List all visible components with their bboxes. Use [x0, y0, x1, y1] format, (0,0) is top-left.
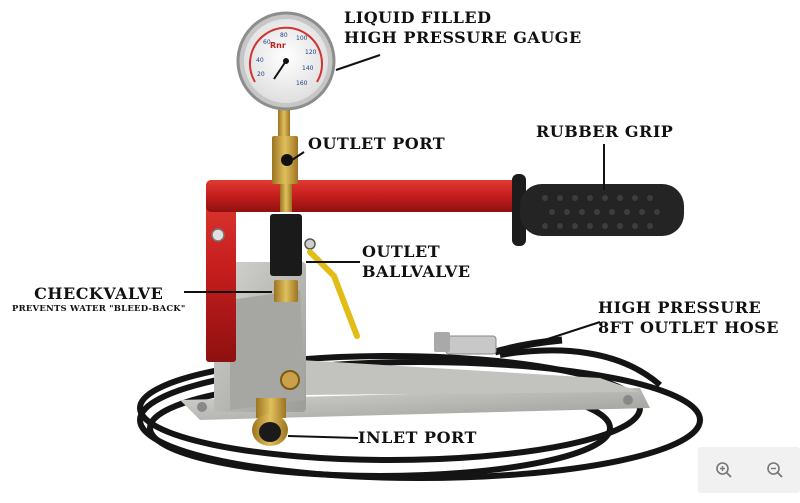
gauge-callout-line2: HIGH PRESSURE GAUGE [344, 28, 582, 47]
zoom-controls [698, 447, 800, 493]
gauge-number: 80 [280, 32, 288, 39]
zoom-out-icon [766, 462, 783, 478]
inlet-fitting [252, 398, 288, 446]
hose-line2: 8FT OUTLET HOSE [598, 318, 779, 337]
inlet-port-label: INLET PORT [358, 428, 477, 447]
zoom-out-button[interactable] [761, 456, 789, 484]
ballvalve-line1: OUTLET [362, 242, 441, 261]
rubber-grip-label: RUBBER GRIP [536, 122, 674, 141]
checkvalve-fitting [274, 280, 298, 302]
gauge-number: 160 [296, 80, 308, 87]
inlet-port-callout: INLET PORT [358, 428, 477, 448]
gauge-number: 40 [256, 57, 264, 64]
checkvalve-label: CHECKVALVE [34, 284, 164, 303]
gauge-callout: LIQUID FILLED HIGH PRESSURE GAUGE [344, 8, 582, 48]
brass-stem [272, 108, 298, 212]
leader-lines [184, 54, 605, 439]
gauge-callout-line1: LIQUID FILLED [344, 8, 492, 27]
gauge-number: 100 [296, 35, 308, 42]
gauge-brand: Rnr [270, 41, 286, 50]
gauge-number: 60 [263, 39, 271, 46]
pump-base [180, 262, 650, 420]
gauge-number: 140 [302, 65, 314, 72]
pressure-gauge: Rnr 20 40 60 80 100 120 140 160 [236, 11, 336, 111]
outlet-port-label: OUTLET PORT [308, 134, 446, 153]
zoom-in-button[interactable] [710, 456, 738, 484]
ballvalve-line2: BALLVALVE [362, 262, 471, 281]
checkvalve-sublabel: PREVENTS WATER "BLEED-BACK" [12, 304, 186, 314]
ballvalve-callout: OUTLET BALLVALVE [362, 242, 471, 282]
rubber-grip [512, 174, 684, 246]
checkvalve-callout: CHECKVALVE PREVENTS WATER "BLEED-BACK" [12, 284, 186, 315]
gauge-number: 20 [257, 71, 265, 78]
gauge-needle [273, 60, 287, 80]
hose-line1: HIGH PRESSURE [598, 298, 762, 317]
hose-callout: HIGH PRESSURE 8FT OUTLET HOSE [598, 298, 779, 338]
ballvalve [270, 214, 360, 339]
rubber-grip-callout: RUBBER GRIP [536, 122, 673, 142]
zoom-in-icon [715, 462, 732, 478]
gauge-number: 120 [305, 49, 317, 56]
outlet-port-callout: OUTLET PORT [308, 134, 445, 154]
